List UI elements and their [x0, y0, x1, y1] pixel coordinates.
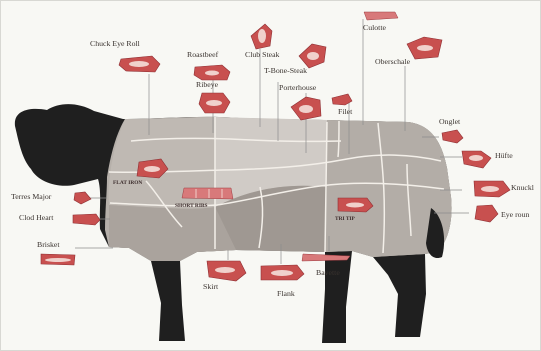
label-filet: Filet	[338, 107, 353, 116]
label-tri-tip: TRI TIP	[335, 216, 356, 222]
teres-major-meat	[74, 192, 91, 204]
short-ribs-meat	[182, 188, 233, 199]
clod-heart-meat	[73, 214, 100, 225]
roastbeef-meat	[194, 65, 230, 80]
label-knuckle: Knuckl	[511, 183, 535, 192]
eye-round-meat	[475, 205, 498, 222]
club-steak-meat	[251, 24, 272, 49]
culotte-meat	[364, 12, 398, 20]
label-roastbeef: Roastbeef	[187, 50, 219, 59]
ribeye-meat	[199, 93, 230, 113]
porterhouse-meat	[291, 97, 321, 120]
label-culotte: Culotte	[363, 23, 386, 32]
chuck-eye-roll-meat	[119, 56, 160, 72]
oberschale-meat	[407, 37, 442, 59]
label-clod-heart: Clod Heart	[19, 213, 54, 222]
label-brisket: Brisket	[37, 240, 60, 249]
knuckle-meat	[474, 181, 510, 197]
label-short-ribs: SHORT RIBS	[175, 203, 208, 209]
label-ribeye: Ribeye	[196, 80, 219, 89]
label-t-bone-steak: T-Bone-Steak	[264, 66, 307, 75]
label-hufte: Hüfte	[495, 151, 513, 160]
flank-meat	[261, 265, 304, 280]
label-oberschale: Oberschale	[375, 57, 411, 66]
label-porterhouse: Porterhouse	[279, 83, 317, 92]
label-eye-round: Eye roun	[501, 210, 529, 219]
t-bone-steak-meat	[299, 44, 326, 68]
label-onglet: Onglet	[439, 117, 461, 126]
brisket-meat	[41, 254, 75, 265]
label-flank: Flank	[277, 289, 295, 298]
hufte-meat	[462, 151, 491, 168]
label-flat-iron: FLAT IRON	[113, 180, 142, 186]
label-club-steak: Club Steak	[245, 50, 280, 59]
onglet-meat	[442, 130, 463, 143]
tri-tip-meat	[338, 198, 373, 212]
skirt-meat	[207, 261, 246, 281]
label-chuck-eye-roll: Chuck Eye Roll	[90, 39, 141, 48]
label-skirt: Skirt	[203, 282, 219, 291]
label-teres-major: Terres Major	[11, 192, 52, 201]
label-bavette: Bavette	[316, 268, 340, 277]
